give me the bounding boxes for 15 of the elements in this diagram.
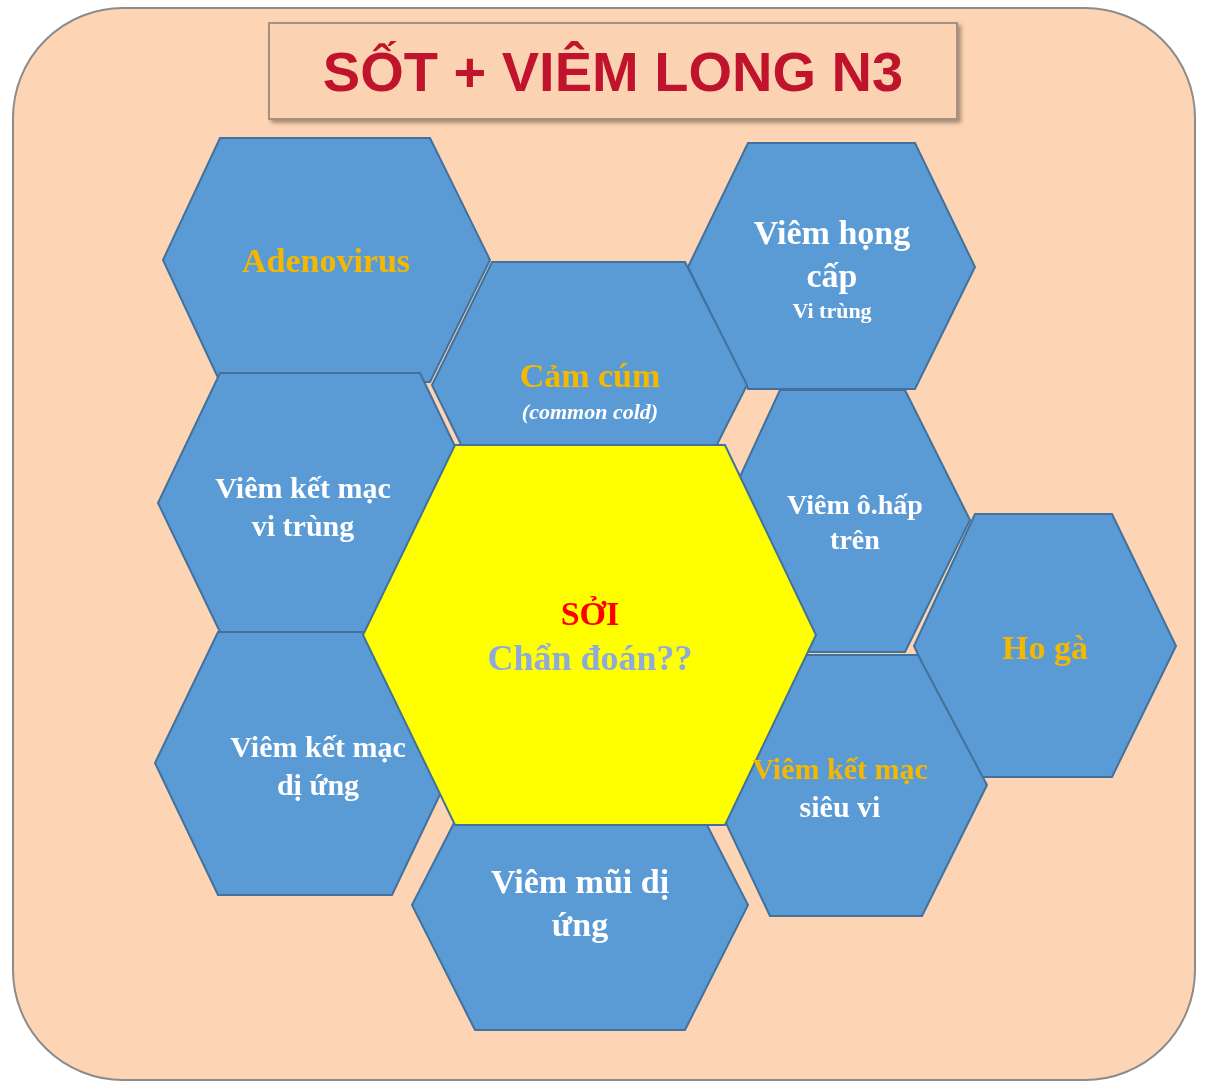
hexagon-label: Viêm họng cấp [752,212,912,296]
hexagon-label: (common cold) [520,397,660,425]
hexagon-label: Viêm mũi dị ứng [489,861,671,945]
title-text: SỐT + VIÊM LONG N3 [322,38,904,104]
hexagon-label: Chẩn đoán?? [486,636,694,680]
hexagon-label: Viêm ô.hấp trên [786,488,924,557]
hexagon-label: Adenovirus [240,240,412,281]
hexagon-label: Cảm cúm [518,356,662,396]
hexagon-label: siêu vi [799,789,881,822]
hexagon-label: SỞI [559,594,621,635]
hexagon-label: Viêm kết mạc vi trùng [214,469,392,544]
hexagon-label: Vi trùng [791,296,873,325]
hexagon-label: Ho gà [1001,627,1089,668]
hexagon-label: Viêm kết mạc [752,751,928,785]
hexagon-label: Viêm kết mạc dị ứng [229,728,407,803]
